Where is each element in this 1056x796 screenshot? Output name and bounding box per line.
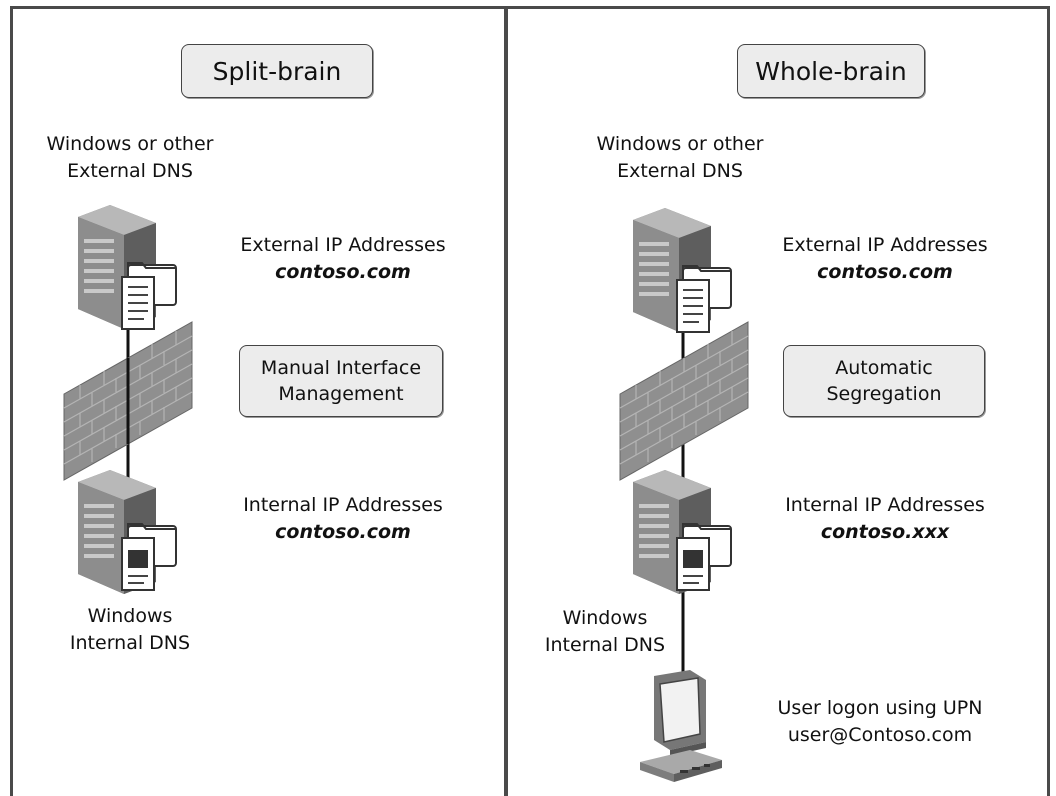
- user-logon-label: User logon using UPN user@Contoso.com: [755, 695, 1005, 749]
- left-internal-ip-label: Internal IP Addresses contoso.com: [218, 492, 468, 546]
- automatic-note-line1: Automatic: [835, 357, 933, 379]
- left-external-domain: contoso.com: [275, 261, 411, 283]
- left-external-ip-label: External IP Addresses contoso.com: [218, 232, 468, 286]
- left-external-dns-label: Windows or other External DNS: [20, 131, 240, 185]
- whole-brain-title-text: Whole-brain: [755, 56, 907, 86]
- left-internal-dns-line2: Internal DNS: [69, 632, 191, 654]
- right-internal-dns-line2: Internal DNS: [544, 634, 666, 656]
- right-internal-domain: contoso.xxx: [820, 521, 950, 543]
- automatic-note-line2: Segregation: [826, 383, 942, 405]
- right-external-domain: contoso.com: [817, 261, 953, 283]
- left-external-dns-line2: External DNS: [67, 160, 193, 182]
- server-icon: [633, 470, 732, 594]
- whole-brain-title: Whole-brain: [737, 44, 925, 98]
- automatic-segregation-note: Automatic Segregation: [783, 345, 985, 417]
- manual-interface-note: Manual Interface Management: [239, 345, 443, 417]
- manual-note-line2: Management: [278, 383, 404, 405]
- firewall-icon: [619, 321, 749, 481]
- manual-note-line1: Manual Interface: [260, 357, 422, 379]
- split-brain-title-text: Split-brain: [212, 56, 342, 86]
- diagram-frame: [10, 6, 1050, 796]
- right-internal-ip-text: Internal IP Addresses: [785, 494, 985, 516]
- server-icon: [78, 205, 177, 330]
- left-external-ip-text: External IP Addresses: [240, 234, 446, 256]
- left-external-dns-line1: Windows or other: [46, 133, 214, 155]
- left-internal-ip-text: Internal IP Addresses: [243, 494, 443, 516]
- right-internal-dns-line1: Windows: [562, 607, 648, 629]
- left-internal-dns-line1: Windows: [87, 605, 173, 627]
- workstation-icon: [640, 670, 722, 782]
- right-external-dns-line1: Windows or other: [596, 133, 764, 155]
- right-external-ip-label: External IP Addresses contoso.com: [760, 232, 1010, 286]
- right-external-dns-label: Windows or other External DNS: [570, 131, 790, 185]
- right-external-dns-line2: External DNS: [617, 160, 743, 182]
- panel-divider: [504, 6, 508, 796]
- user-logon-line1: User logon using UPN: [777, 697, 983, 719]
- server-icon: [78, 470, 177, 594]
- split-brain-title: Split-brain: [181, 44, 373, 98]
- left-internal-domain: contoso.com: [275, 521, 411, 543]
- right-internal-ip-label: Internal IP Addresses contoso.xxx: [760, 492, 1010, 546]
- firewall-icon: [63, 321, 193, 481]
- user-logon-line2: user@Contoso.com: [787, 724, 973, 746]
- right-external-ip-text: External IP Addresses: [782, 234, 988, 256]
- server-icon: [633, 208, 732, 333]
- right-internal-dns-label: Windows Internal DNS: [530, 605, 680, 659]
- left-internal-dns-label: Windows Internal DNS: [40, 603, 220, 657]
